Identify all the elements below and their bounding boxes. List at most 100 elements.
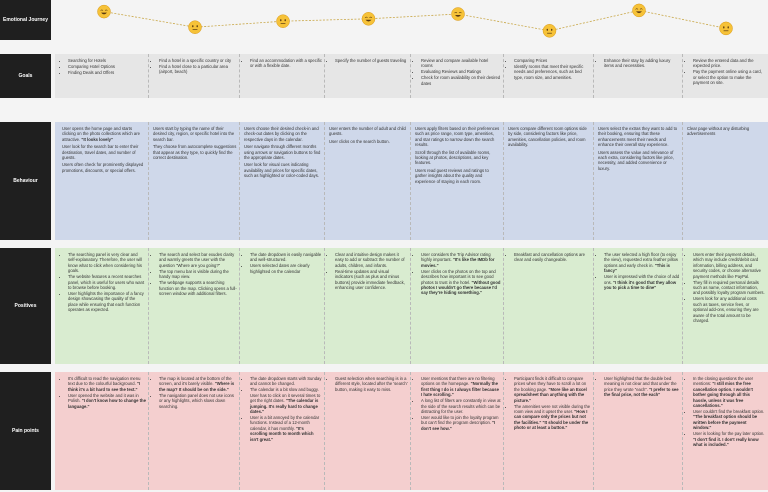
happy-face-icon	[97, 4, 111, 19]
pain-points-list: In the closing questions the user mentio…	[687, 376, 765, 447]
positives-item: Users selected dates are clearly highlig…	[250, 263, 322, 274]
column-divider	[593, 372, 594, 490]
quote-text: I wouldn't bother going through all this…	[693, 386, 753, 409]
column-divider	[239, 54, 240, 98]
note-text: The website features a recent searches p…	[68, 274, 145, 291]
positives-item: User considers the Trip Advisor rating h…	[421, 252, 501, 268]
goals-cell-stage-7: Enhance their stay by adding luxury item…	[595, 54, 683, 98]
behaviour-note: Users assess the value and relevance of …	[598, 150, 680, 172]
behaviour-cell-stage-3: Users choose their desired check-in and …	[241, 122, 325, 240]
note-text: The top menu bar is visible during the h…	[159, 268, 229, 280]
positives-band: The searching panel is very clear and se…	[55, 248, 768, 364]
behaviour-note: Users start by typing the name of their …	[153, 126, 237, 142]
pain-points-band: It's difficult to read the navigation me…	[55, 372, 768, 490]
positives-item: Clear and intuitive design makes it easy…	[335, 252, 408, 268]
goal-item: Comparing Hotel Options	[68, 64, 146, 69]
quote-text: "More like an Excel spreadsheet than any…	[514, 386, 587, 403]
pain-points-item: The map is located at the bottom of the …	[159, 376, 237, 392]
column-divider	[239, 122, 240, 240]
column-divider	[410, 372, 411, 490]
behaviour-note: Scroll through the list of available roo…	[415, 150, 501, 166]
quote-text: "It's scrolling month to month which isn…	[250, 425, 314, 442]
pain-points-list: It's difficult to read the navigation me…	[62, 376, 146, 409]
goals-cell-stage-3: Find an accommodation with a specific or…	[241, 54, 325, 98]
behaviour-cell-stage-1: User opens the home page and starts clic…	[59, 122, 149, 240]
goals-cell-stage-4: Specify the number of guests traveling	[326, 54, 411, 98]
neutral-face-icon	[276, 14, 290, 28]
quote-text: "Normally the first thing I do is I alwa…	[421, 381, 499, 398]
column-divider	[148, 248, 149, 364]
column-divider	[148, 54, 149, 98]
behaviour-cell-stage-7: Users select the extras they want to add…	[595, 122, 683, 240]
positives-item: They fill in required personal details s…	[693, 280, 765, 296]
goal-item: Comparing Prices	[514, 58, 591, 63]
pain-points-cell-stage-1: It's difficult to read the navigation me…	[59, 372, 149, 490]
goal-item: Evaluating Reviews and Ratings	[421, 69, 501, 74]
note-text: Users often check for prominently displa…	[62, 162, 144, 173]
goals-cell-stage-5: Review and compare available hotel rooms…	[412, 54, 504, 98]
row-label-positives: Positives	[0, 248, 51, 364]
note-text: User highlighted that the double bed mea…	[604, 376, 677, 392]
pain-points-cell-stage-4: Guest selection when searching is in a d…	[326, 372, 411, 490]
note-text: The amenities were not visible during th…	[514, 403, 591, 415]
note-text: User opened the website and it was in Po…	[68, 392, 139, 404]
pain-points-item: The calendar is a bit slow and buggy. Us…	[250, 387, 322, 414]
quote-text: "Where is the map? It should be on the s…	[159, 381, 235, 392]
note-text: Participant finds it difficult to compar…	[514, 376, 587, 392]
positives-list: Clear and intuitive design makes it easy…	[329, 252, 408, 290]
pain-points-cell-stage-2: The map is located at the bottom of the …	[150, 372, 240, 490]
positives-list: Breakfast and cancellation options are c…	[508, 252, 591, 263]
happy-face-icon	[632, 3, 646, 18]
column-divider	[148, 372, 149, 490]
positives-cell-stage-1: The searching panel is very clear and se…	[59, 248, 149, 364]
behaviour-note: User clicks on the search button.	[329, 139, 408, 144]
goals-list: Searching for HotelsComparing Hotel Opti…	[62, 58, 146, 75]
column-divider	[324, 122, 325, 240]
positives-item: The date dropdown is easily navigable an…	[250, 252, 322, 263]
happy-face-icon	[451, 7, 465, 21]
goal-item: Identify rooms that meet their specific …	[514, 64, 591, 80]
quote-text: "This is fancy"	[604, 262, 670, 274]
positives-item: Users look for any additional costs such…	[693, 296, 765, 323]
column-divider	[239, 248, 240, 364]
behaviour-cell-stage-6: Users compare different room options sid…	[505, 122, 594, 240]
positives-list: User considers the Trip Advisor rating h…	[415, 252, 501, 296]
column-divider	[593, 122, 594, 240]
column-divider	[324, 54, 325, 98]
behaviour-note: User navigate through different months u…	[244, 144, 322, 160]
note-text: User is a bit annoyed by the calendar fu…	[250, 415, 320, 431]
pain-points-list: User highlighted that the double bed mea…	[598, 376, 680, 398]
column-divider	[682, 372, 683, 490]
pain-points-cell-stage-7: User highlighted that the double bed mea…	[595, 372, 683, 490]
positives-item: The webpage supports a searching functio…	[159, 280, 237, 296]
note-text: Users choose their desired check-in and …	[244, 126, 319, 142]
column-divider	[503, 248, 504, 364]
behaviour-note: Users select the extras they want to add…	[598, 126, 680, 148]
quote-text: "I think it's good that they allow you t…	[604, 279, 677, 291]
positives-item: User clicks on the photos on the top and…	[421, 269, 501, 296]
column-divider	[410, 122, 411, 240]
behaviour-note: Users compare different room options sid…	[508, 126, 591, 148]
pain-points-item: User mentions that there are no filterin…	[421, 376, 501, 398]
pain-points-list: Participant finds it difficult to compar…	[508, 376, 591, 431]
goal-item: Enhance their stay by adding luxury item…	[604, 58, 680, 69]
pain-points-item: The date dropdown starts with Sunday and…	[250, 376, 322, 387]
behaviour-note: User look for the search bar to enter th…	[62, 144, 146, 160]
behaviour-note: Users choose their desired check-in and …	[244, 126, 322, 142]
emotion-curve	[103, 9, 727, 32]
quote-text: "I prefer to see the final price, not th…	[604, 386, 679, 398]
positives-item: The website features a recent searches p…	[68, 274, 146, 290]
behaviour-note: User look for visual cues indicating ava…	[244, 162, 322, 178]
pain-points-cell-stage-8: In the closing questions the user mentio…	[684, 372, 768, 490]
pain-points-item: A long list of filters are constantly in…	[421, 398, 501, 414]
note-text: Users assess the value and relevance of …	[598, 149, 674, 171]
note-text: User mentions that there are no filterin…	[421, 376, 495, 387]
note-text: The navigation panel does not use icons …	[159, 392, 234, 409]
column-divider	[410, 54, 411, 98]
column-divider	[503, 372, 504, 490]
note-text: Users compare different room options sid…	[508, 126, 587, 148]
pain-points-cell-stage-6: Participant finds it difficult to compar…	[505, 372, 594, 490]
note-text: Users selected dates are clearly highlig…	[250, 263, 310, 274]
note-text: A long list of filters are constantly in…	[421, 398, 501, 415]
column-divider	[410, 248, 411, 364]
